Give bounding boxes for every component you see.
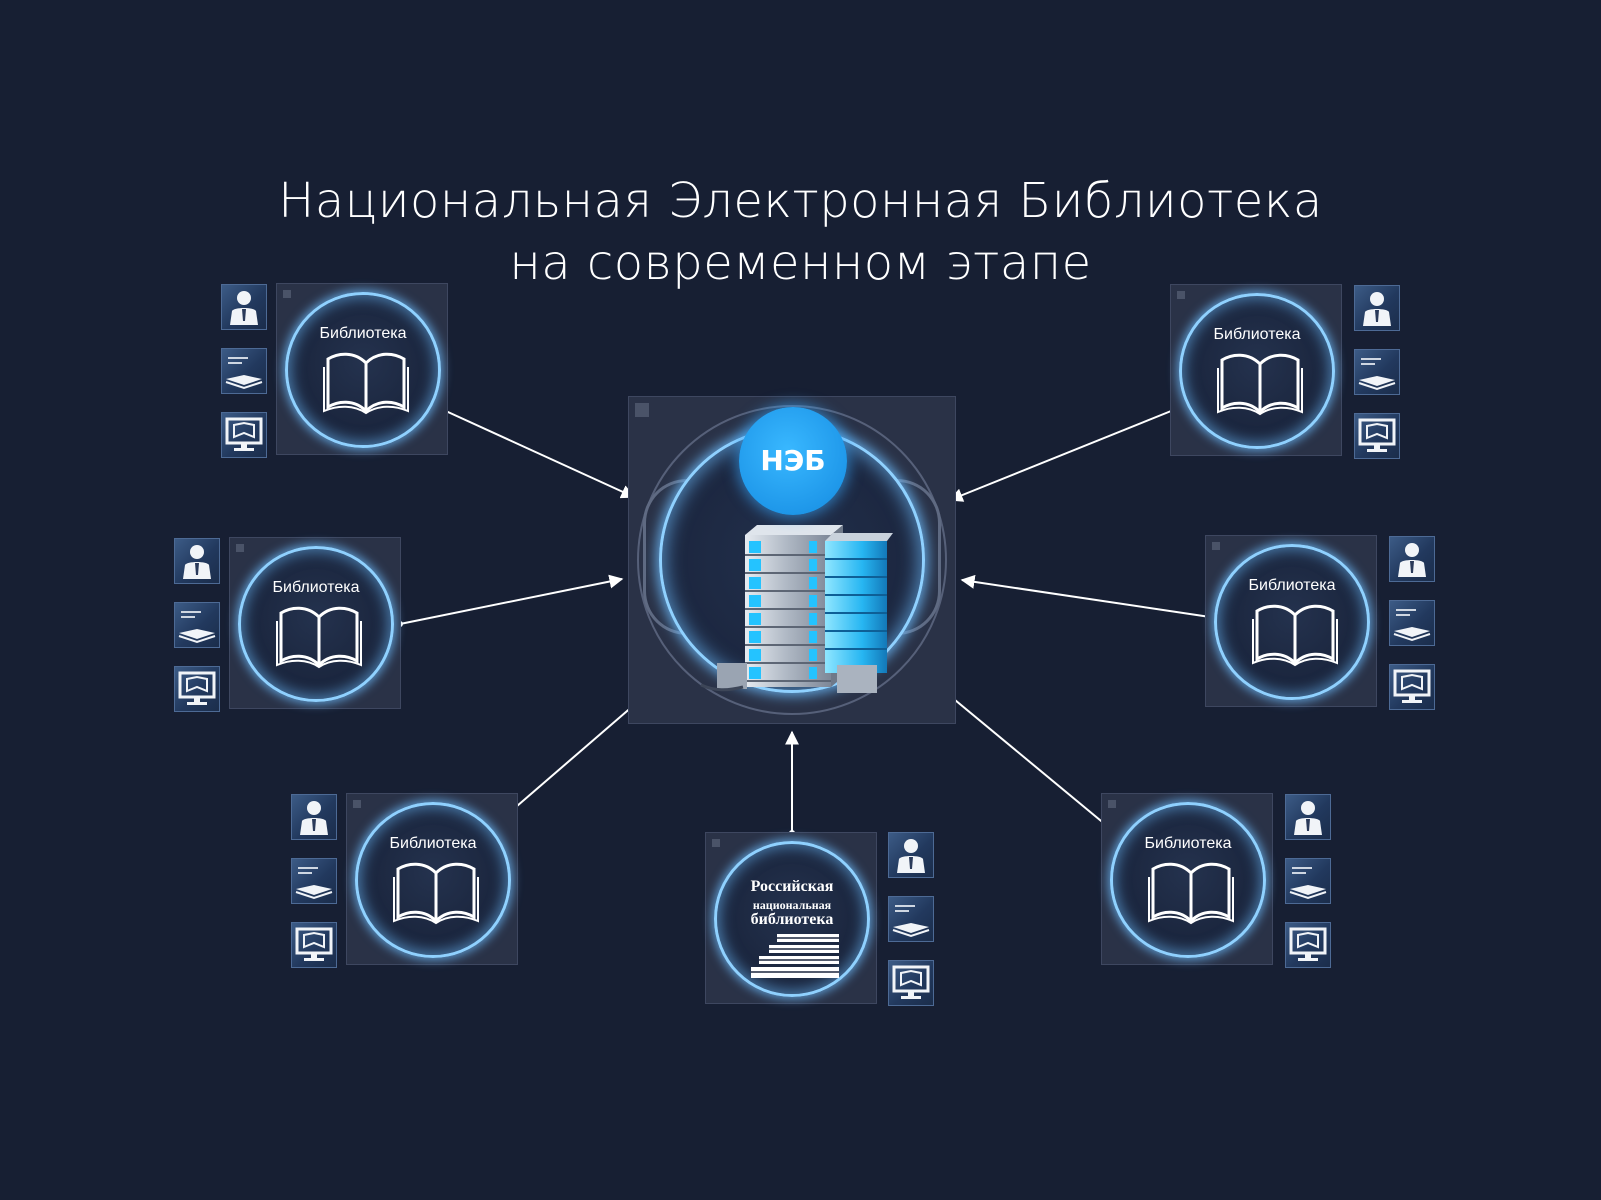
library-label: Библиотека: [272, 579, 360, 596]
library-orb: Библиотека: [238, 546, 394, 702]
panel-corner-marker: [353, 800, 361, 808]
rnb-node[interactable]: Российская национальная библиотека: [705, 832, 877, 1004]
hub-outer-ring: [637, 405, 947, 715]
reading-book-icon[interactable]: [888, 896, 934, 942]
service-icons-bottom-left: [291, 794, 337, 986]
service-icons-top-right: [1354, 285, 1400, 477]
library-label: Библиотека: [389, 835, 477, 852]
reading-book-icon[interactable]: [1389, 600, 1435, 646]
panel-corner-marker: [283, 290, 291, 298]
library-label: Библиотека: [319, 325, 407, 342]
reading-book-icon[interactable]: [1285, 858, 1331, 904]
library-node-bottom-right[interactable]: Библиотека: [1101, 793, 1273, 965]
reading-book-icon[interactable]: [174, 602, 220, 648]
rnb-label-line-3: библиотека: [750, 911, 834, 928]
neb-hub[interactable]: НЭБ: [628, 396, 956, 724]
rnb-label-line-1: Российская: [750, 878, 834, 895]
monitor-book-icon[interactable]: [1354, 413, 1400, 459]
library-orb: Библиотека: [285, 292, 441, 448]
user-icon[interactable]: [1285, 794, 1331, 840]
user-icon[interactable]: [1354, 285, 1400, 331]
service-icons-mid-left: [174, 538, 220, 730]
monitor-book-icon[interactable]: [291, 922, 337, 968]
service-icons-top-left: [221, 284, 267, 476]
library-node-bottom-left[interactable]: Библиотека: [346, 793, 518, 965]
open-book-icon: [1217, 353, 1303, 416]
monitor-book-icon[interactable]: [221, 412, 267, 458]
user-icon[interactable]: [221, 284, 267, 330]
library-label: Библиотека: [1248, 577, 1336, 594]
user-icon[interactable]: [174, 538, 220, 584]
title-line-1: Национальная Электронная Библиотека: [278, 173, 1323, 229]
panel-corner-marker: [635, 403, 649, 417]
rnb-label-line-2: национальная: [752, 898, 832, 912]
open-book-icon: [276, 606, 362, 669]
service-icons-bottom-right: [1285, 794, 1331, 986]
open-book-icon: [393, 862, 479, 925]
library-node-mid-left[interactable]: Библиотека: [229, 537, 401, 709]
panel-corner-marker: [712, 839, 720, 847]
connector-mid-left: [399, 574, 624, 625]
library-label: Библиотека: [1144, 835, 1232, 852]
monitor-book-icon[interactable]: [888, 960, 934, 1006]
panel-corner-marker: [236, 544, 244, 552]
monitor-book-icon[interactable]: [174, 666, 220, 712]
user-icon[interactable]: [888, 832, 934, 878]
user-icon[interactable]: [1389, 536, 1435, 582]
reading-book-icon[interactable]: [221, 348, 267, 394]
open-book-icon: [1148, 862, 1234, 925]
library-label: Библиотека: [1213, 326, 1301, 343]
library-orb: Библиотека: [1110, 802, 1266, 958]
diagram-title: Национальная Электронная Библиотека на с…: [0, 170, 1601, 294]
open-book-icon: [1252, 604, 1338, 667]
rnb-orb: Российская национальная библиотека: [714, 841, 870, 997]
connector-top-right: [948, 404, 1187, 502]
monitor-book-icon[interactable]: [1285, 922, 1331, 968]
panel-corner-marker: [1177, 291, 1185, 299]
neb-badge: НЭБ: [739, 407, 847, 515]
user-icon[interactable]: [291, 794, 337, 840]
connector-mid-right: [960, 574, 1211, 618]
library-orb: Библиотека: [1179, 293, 1335, 449]
library-orb: Библиотека: [1214, 544, 1370, 700]
panel-corner-marker: [1212, 542, 1220, 550]
book-stack-icon: [751, 934, 839, 978]
reading-book-icon[interactable]: [291, 858, 337, 904]
library-node-mid-right[interactable]: Библиотека: [1205, 535, 1377, 707]
open-book-icon: [323, 352, 409, 415]
server-building-icon: [700, 525, 893, 693]
title-line-2: на современном этапе: [509, 235, 1092, 291]
monitor-book-icon[interactable]: [1389, 664, 1435, 710]
service-icons-rnb: [888, 832, 934, 1024]
connector-top-left: [436, 406, 636, 499]
panel-corner-marker: [1108, 800, 1116, 808]
reading-book-icon[interactable]: [1354, 349, 1400, 395]
library-node-top-right[interactable]: Библиотека: [1170, 284, 1342, 456]
library-orb: Библиотека: [355, 802, 511, 958]
service-icons-mid-right: [1389, 536, 1435, 728]
library-node-top-left[interactable]: Библиотека: [276, 283, 448, 455]
